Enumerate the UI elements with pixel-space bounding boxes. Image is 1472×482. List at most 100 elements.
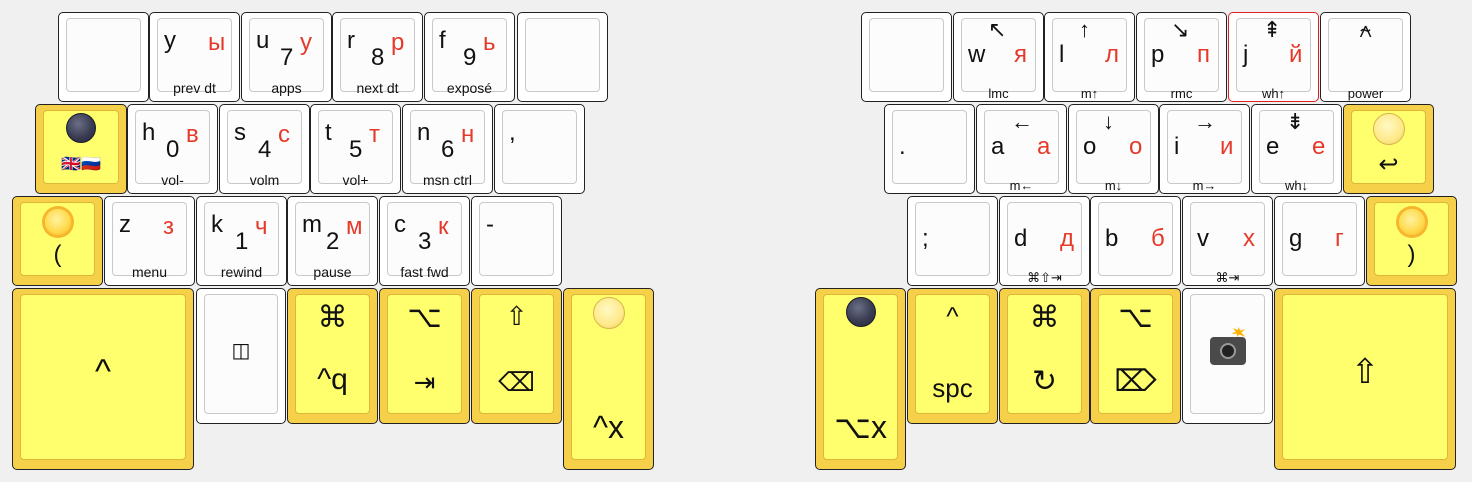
key-w-sub: lmc bbox=[988, 86, 1009, 101]
screenshot-key[interactable] bbox=[1182, 288, 1273, 424]
key-r-latin: r bbox=[347, 27, 355, 54]
key-s-sub: volm bbox=[249, 172, 280, 188]
key-y-cap bbox=[157, 18, 232, 92]
open-paren-key[interactable]: ( bbox=[12, 196, 103, 286]
space-label: spc bbox=[932, 373, 973, 403]
key-e-latin: e bbox=[1266, 133, 1280, 160]
key-e-cyrillic: е bbox=[1312, 133, 1326, 160]
key-y-latin: y bbox=[164, 27, 176, 54]
full-moon-icon-enter bbox=[1344, 113, 1433, 145]
blank-key-left-top[interactable] bbox=[58, 12, 149, 102]
shift-thumb-key-right[interactable]: ⇧ bbox=[1274, 288, 1456, 470]
key-e[interactable]: e е ⇟ wh↓ bbox=[1251, 104, 1342, 194]
key-w-cyrillic: я bbox=[1014, 41, 1027, 68]
key-minus[interactable]: - bbox=[471, 196, 562, 286]
key-d-cap bbox=[1007, 202, 1082, 276]
full-moon-icon bbox=[564, 297, 653, 329]
key-s-number: 4 bbox=[258, 136, 272, 163]
ctrl-thumb-key[interactable]: ^ bbox=[12, 288, 194, 470]
opt-x-thumb-key[interactable]: ⌥x bbox=[815, 288, 906, 470]
key-comma[interactable]: , bbox=[494, 104, 585, 194]
ctrl-x-thumb-key[interactable]: ^x bbox=[563, 288, 654, 470]
key-h-number: 0 bbox=[166, 136, 180, 163]
full-moon-icon-shape bbox=[592, 297, 625, 329]
opt-thumb-key-right[interactable]: ⌥⌦ bbox=[1090, 288, 1181, 424]
cmd-thumb-key-right[interactable]: ⌘↻ bbox=[999, 288, 1090, 424]
blank-key-left-top-2[interactable] bbox=[517, 12, 608, 102]
key-power-sub: power bbox=[1347, 86, 1384, 101]
key-k-sub: rewind bbox=[220, 264, 263, 280]
key-j-sub: wh↑ bbox=[1261, 86, 1286, 101]
opt-thumb-key[interactable]: ⌥⇥ bbox=[379, 288, 470, 424]
key-n-number: 6 bbox=[441, 136, 455, 163]
key-r-cap bbox=[340, 18, 415, 92]
key-semicolon[interactable]: ; bbox=[907, 196, 998, 286]
key-c-cap bbox=[387, 202, 462, 276]
blank-key-left-top-2-cap bbox=[525, 18, 600, 92]
cmd-thumb-key[interactable]: ⌘^q bbox=[287, 288, 378, 424]
lang-switch-key[interactable]: 🇬🇧🇷🇺 bbox=[35, 104, 127, 194]
key-period[interactable]: . bbox=[884, 104, 975, 194]
ctrl-symbol-right: ^ bbox=[946, 301, 959, 331]
key-e-sub: wh↓ bbox=[1284, 178, 1309, 193]
shift-thumb-key[interactable]: ⇧⌫ bbox=[471, 288, 562, 424]
opt-label: ⇥ bbox=[413, 367, 436, 397]
moon-icon-shape bbox=[66, 113, 96, 143]
key-i-latin: i bbox=[1174, 133, 1180, 160]
key-c-cyrillic: к bbox=[438, 213, 449, 240]
key-m-cyrillic: м bbox=[346, 213, 363, 240]
key-y-sub: prev dt bbox=[173, 80, 216, 96]
key-power[interactable]: ⍲power bbox=[1320, 12, 1411, 102]
close-paren-key[interactable]: ) bbox=[1366, 196, 1457, 286]
key-k-cyrillic: ч bbox=[255, 213, 268, 240]
opt-thumb-key-right-cap bbox=[1098, 294, 1173, 414]
key-t-cap bbox=[318, 110, 393, 184]
mode-toggle-key[interactable]: ◫ bbox=[196, 288, 286, 424]
key-r-number: 8 bbox=[371, 44, 385, 71]
key-u-latin: u bbox=[256, 27, 270, 54]
mode-toggle-key-cap bbox=[204, 294, 278, 414]
key-c-sub: fast fwd bbox=[400, 264, 449, 280]
key-n-sub: msn ctrl bbox=[423, 172, 472, 188]
key-semicolon-cap bbox=[915, 202, 990, 276]
enter-key[interactable]: ↩ bbox=[1343, 104, 1434, 194]
key-o-latin: o bbox=[1083, 133, 1097, 160]
key-e-cap bbox=[1259, 110, 1334, 184]
key-b-latin: b bbox=[1105, 225, 1119, 252]
key-i-cap bbox=[1167, 110, 1242, 184]
key-s-cap bbox=[227, 110, 302, 184]
key-l-cyrillic: л bbox=[1105, 41, 1120, 68]
redo-label: ↻ bbox=[1031, 365, 1058, 398]
key-e-arrow-icon: ⇟ bbox=[1286, 109, 1305, 134]
key-f-cap bbox=[432, 18, 507, 92]
key-k-latin: k bbox=[211, 211, 223, 238]
key-j-latin: j bbox=[1243, 41, 1249, 68]
space-thumb-key[interactable]: ^ spc bbox=[907, 288, 998, 424]
key-a-sub: m← bbox=[1009, 178, 1034, 193]
blank-key-right-top[interactable] bbox=[861, 12, 952, 102]
open-paren-label: ( bbox=[53, 241, 62, 268]
